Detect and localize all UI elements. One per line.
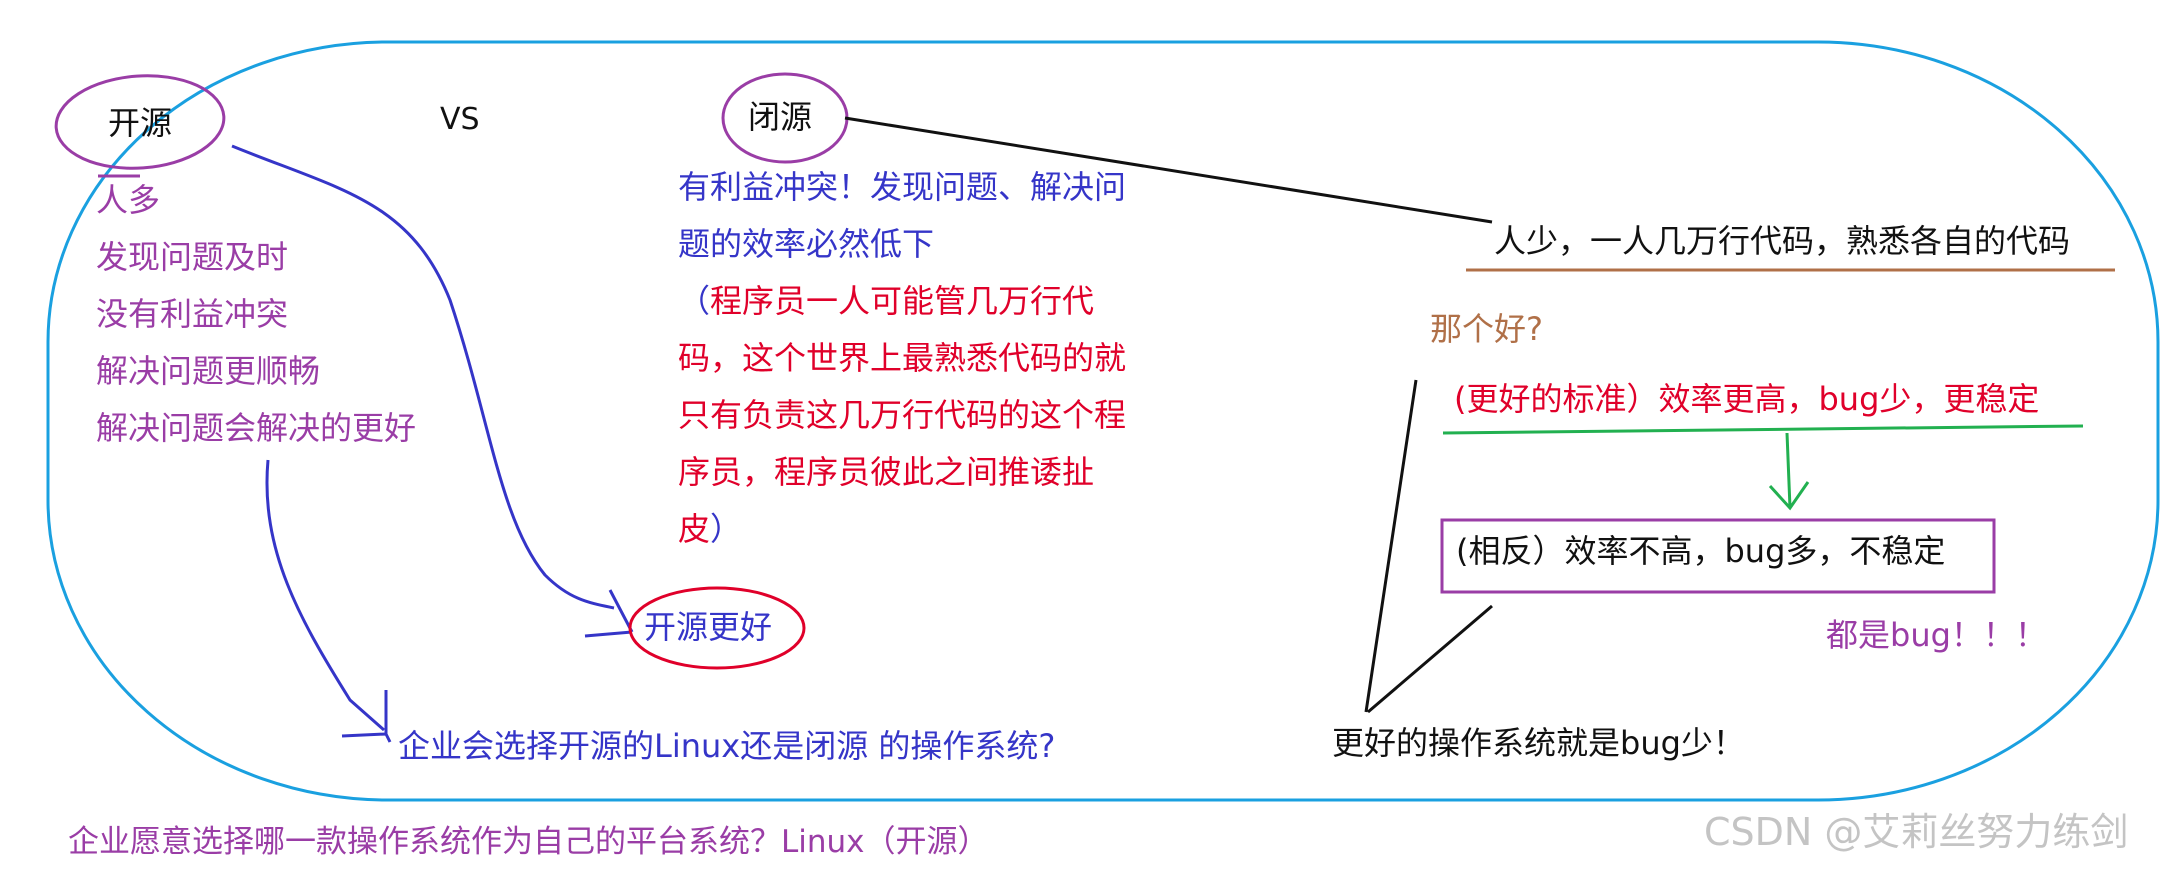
bottom-question: 企业愿意选择哪一款操作系统作为自己的平台系统？Linux（开源） xyxy=(68,824,989,860)
closed-detail-line-2: 码，这个世界上最熟悉代码的就 xyxy=(678,339,1127,377)
closed-to-few-line xyxy=(844,116,1493,224)
few-people-text: 人少，一人几万行代码，熟悉各自的代码 xyxy=(1494,222,2071,260)
open-source-title: 开源 xyxy=(108,104,173,142)
open-better-circle xyxy=(628,586,806,670)
which-better-text: 那个好? xyxy=(1430,310,1543,348)
standard-underline xyxy=(1442,424,2084,435)
open-better-label: 开源更好 xyxy=(644,608,773,646)
green-arrow xyxy=(1768,432,1810,511)
open-point-3: 没有利益冲突 xyxy=(96,295,289,333)
open-source-circle xyxy=(54,74,226,170)
watermark: CSDN @艾莉丝努力练剑 xyxy=(1704,810,2129,854)
closed-conflict-line-1: 有利益冲突！发现问题、解决问 xyxy=(678,168,1127,206)
open-point-5: 解决问题会解决的更好 xyxy=(96,409,417,447)
closed-paren-close: ） xyxy=(710,510,743,548)
enterprise-question: 企业会选择开源的Linux还是闭源 的操作系统? xyxy=(398,727,1056,765)
opposite-box xyxy=(1440,518,1996,594)
outer-ellipse xyxy=(46,40,2160,802)
closed-detail-text-5: 皮 xyxy=(678,510,711,548)
closed-detail-line-3: 只有负责这几万行代码的这个程 xyxy=(678,396,1127,434)
open-point-4: 解决问题更顺畅 xyxy=(96,352,321,390)
closed-detail-text-1: 程序员一人可能管几万行代 xyxy=(710,282,1095,320)
open-point-1: 人多 xyxy=(96,181,161,219)
closed-paren-open: （ xyxy=(678,282,711,320)
better-os-lines xyxy=(1364,379,1493,714)
closed-detail-line-4: 序员，程序员彼此之间推诿扯 xyxy=(678,453,1095,491)
better-standard-text: (更好的标准）效率更高，bug少，更稳定 xyxy=(1454,380,2040,418)
opposite-text: (相反）效率不高，bug多，不稳定 xyxy=(1456,532,1946,570)
all-bug-text: 都是bug！！！ xyxy=(1826,616,2047,654)
better-os-text: 更好的操作系统就是bug少！ xyxy=(1332,724,1745,762)
closed-conflict-line-2: 题的效率必然低下 xyxy=(678,225,935,263)
open-to-better-arrowhead xyxy=(584,589,634,638)
closed-detail-line-5: 皮） xyxy=(678,510,742,548)
closed-detail-line-1: （程序员一人可能管几万行代 xyxy=(678,282,1094,320)
versus-label: VS xyxy=(440,102,480,137)
list-to-question-arrowhead xyxy=(341,690,392,743)
open-to-better-arrow xyxy=(231,144,615,610)
open-point-2: 发现问题及时 xyxy=(96,238,289,276)
list-to-question-arrow xyxy=(265,459,385,732)
closed-source-title: 闭源 xyxy=(748,98,813,136)
